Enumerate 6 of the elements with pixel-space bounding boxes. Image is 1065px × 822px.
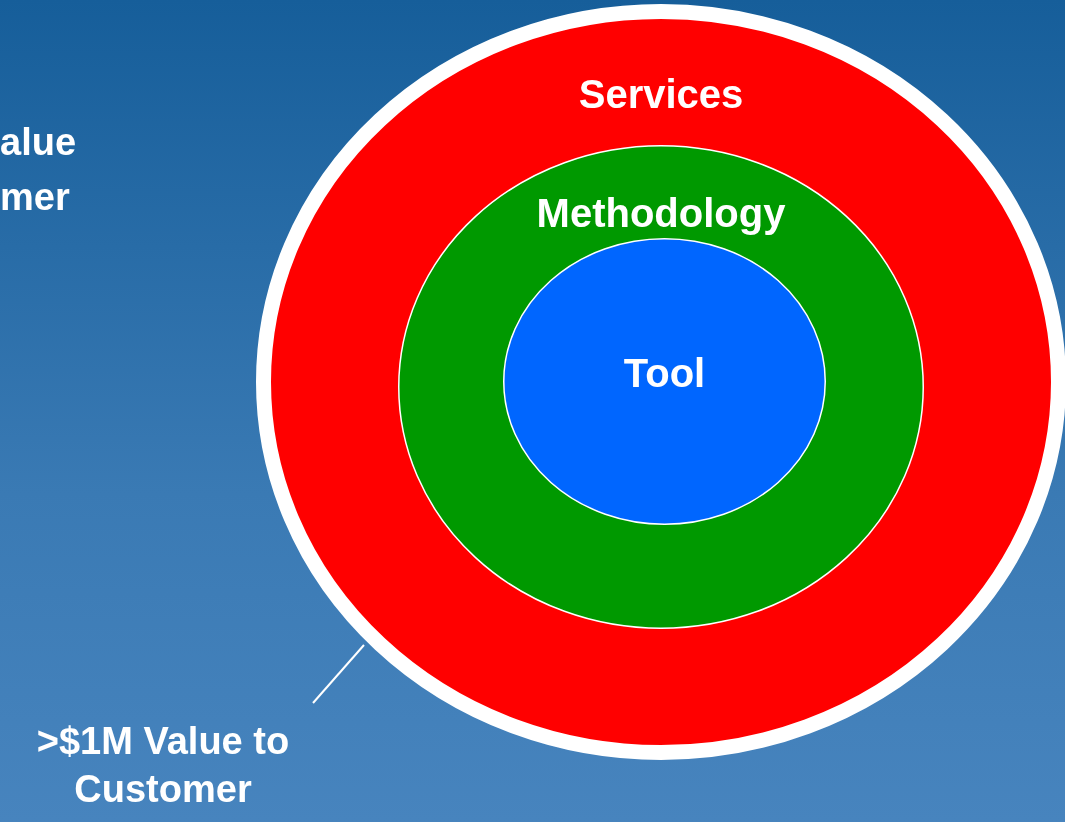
leader-line bbox=[312, 644, 365, 704]
partial-text: alue mer bbox=[0, 120, 78, 221]
ellipse-label: Services bbox=[577, 72, 745, 117]
callout-text: >$1M Value to Customer bbox=[35, 719, 291, 812]
ellipse-label: Methodology bbox=[535, 191, 787, 236]
ellipse-label: Tool bbox=[622, 351, 707, 396]
